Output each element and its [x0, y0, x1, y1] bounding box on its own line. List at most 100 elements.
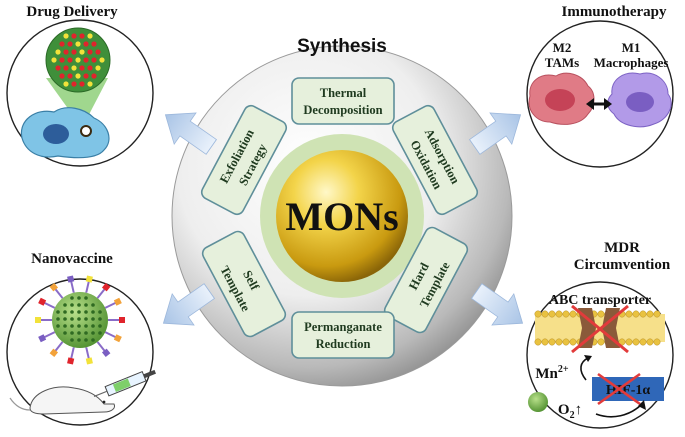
pore-dot [84, 317, 88, 321]
pore-dot [84, 338, 88, 342]
cell-nucleus [43, 124, 69, 144]
drug-dot [79, 65, 85, 71]
label-drug-delivery: Drug Delivery [26, 4, 118, 20]
drug-dot [63, 33, 69, 39]
pore-dot [56, 310, 60, 314]
pore-dot [91, 324, 95, 328]
m1-label-line2: Macrophages [594, 55, 669, 70]
panel-immunotherapy: M2 TAMs M1 Macrophages [526, 20, 674, 168]
lipid-head [653, 310, 661, 318]
internalized-particle [80, 125, 92, 137]
pore-dot [77, 303, 81, 307]
label-mdr-line1: MDR [604, 240, 640, 256]
curved-arrow-icon [580, 357, 589, 381]
label-mdr-line2: Circumvention [574, 257, 671, 273]
drug-dot [71, 81, 77, 87]
drug-dot [87, 65, 93, 71]
antigen-tip [85, 275, 93, 283]
pore-dot [77, 310, 81, 314]
lipid-head [534, 310, 542, 318]
pore-dot [77, 317, 81, 321]
lipid-head [541, 310, 549, 318]
pore-dot [63, 331, 67, 335]
drug-dot [67, 73, 73, 79]
method-thermal-line1: Thermal [320, 86, 367, 100]
pore-dot [70, 324, 74, 328]
drug-dot [83, 57, 89, 63]
pore-dot [77, 331, 81, 335]
drug-dot [91, 41, 97, 47]
drug-dot [83, 73, 89, 79]
method-permanganate-line1: Permanganate [304, 320, 382, 334]
antigen-tip [38, 334, 47, 343]
antigen-tip [38, 297, 47, 306]
lipid-head [639, 310, 647, 318]
pore-dot [84, 310, 88, 314]
lipid-head [632, 338, 640, 346]
lipid-head [534, 338, 542, 346]
drug-dot [71, 33, 77, 39]
diagram-title: Synthesis [297, 36, 387, 57]
pore-dot [98, 310, 102, 314]
lipid-head [653, 338, 661, 346]
drug-dot [55, 49, 61, 55]
pore-dot [91, 317, 95, 321]
lipid-head [625, 310, 633, 318]
lipid-head [541, 338, 549, 346]
pore-dot [63, 303, 67, 307]
m2-label-line2: TAMs [545, 55, 579, 70]
mdr-nanoparticle [528, 392, 548, 412]
drug-dot [75, 73, 81, 79]
porous-nanoparticle [45, 27, 111, 93]
drug-dot [59, 57, 65, 63]
hif-inhibit-cross-icon [597, 372, 641, 406]
abc-transporter-label: ABC transporter [549, 293, 651, 308]
arrow-to-mdr [470, 283, 524, 326]
drug-dot [95, 49, 101, 55]
antigen-tip [85, 357, 93, 365]
pore-dot [77, 338, 81, 342]
pore-dot [63, 324, 67, 328]
inhibit-cross-icon [571, 304, 629, 354]
lipid-head [632, 310, 640, 318]
drug-dot [67, 57, 73, 63]
drug-dot [87, 33, 93, 39]
m1-nucleus [626, 92, 654, 112]
syringe-icon [93, 369, 156, 398]
pore-dot [70, 331, 74, 335]
pore-dot [63, 317, 67, 321]
pore-dot [77, 324, 81, 328]
panel-mdr: ABC transporter Mn2+ HIF-1α O2↑ [526, 281, 674, 429]
pore-dot [77, 296, 81, 300]
arrow-to-drug-delivery [164, 112, 218, 155]
drug-dot [87, 81, 93, 87]
lipid-head [562, 338, 570, 346]
method-permanganate-reduction: Permanganate Reduction [291, 311, 395, 359]
pore-dot [98, 331, 102, 335]
pore-dot [91, 303, 95, 307]
antigen-tip [67, 275, 75, 283]
double-arrow-icon [586, 98, 612, 110]
drug-dot [63, 65, 69, 71]
antigen-tip [101, 348, 111, 358]
arrow-to-nanovaccine [162, 283, 216, 326]
pore-dot [84, 331, 88, 335]
lipid-head [548, 338, 556, 346]
drug-dot [55, 65, 61, 71]
arrow-to-immunotherapy [468, 112, 522, 155]
antigen-tip [49, 348, 59, 358]
drug-dot [59, 73, 65, 79]
pore-dot [84, 324, 88, 328]
drug-dot [87, 49, 93, 55]
lipid-head [569, 338, 577, 346]
pore-dot [70, 338, 74, 342]
antigen-tip [101, 282, 111, 292]
pore-dot [70, 296, 74, 300]
pore-dot [91, 310, 95, 314]
method-thermal-decomposition: Thermal Decomposition [291, 77, 395, 125]
antigen-tip [67, 357, 75, 365]
pore-dot [91, 338, 95, 342]
label-nanovaccine: Nanovaccine [31, 251, 113, 267]
drug-dot [71, 65, 77, 71]
